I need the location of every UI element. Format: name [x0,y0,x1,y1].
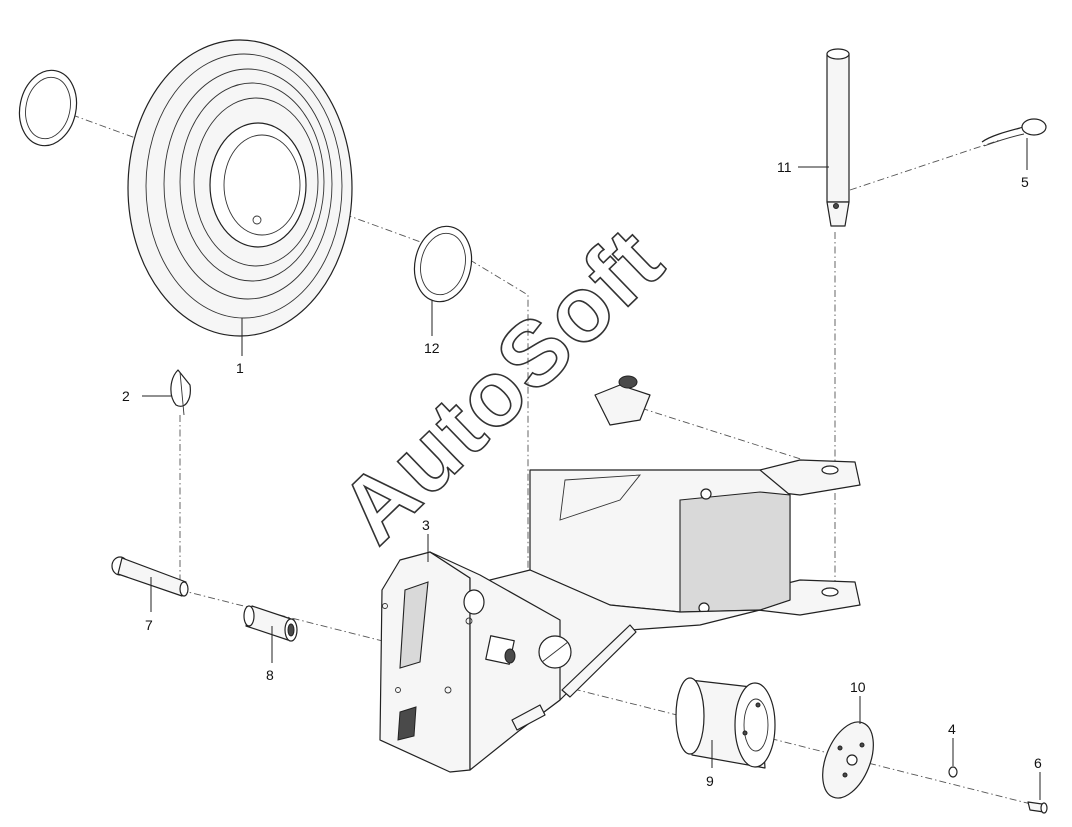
callout-1: 1 [236,360,244,376]
arm-assembly [379,375,861,773]
ring [413,225,473,303]
callout-8: 8 [266,667,274,683]
callout-2: 2 [122,388,130,404]
ring-left [18,69,78,147]
callout-6: 6 [1034,755,1042,771]
callout-9: 9 [706,773,714,789]
tire [127,39,353,337]
sleeve [243,605,298,642]
callout-4: 4 [948,721,956,737]
callout-11: 11 [777,159,792,175]
bushing [675,677,776,769]
bolt [1027,801,1048,814]
washer [822,721,874,799]
clip [170,369,191,416]
spring-clip [981,118,1047,147]
callout-12: 12 [424,340,440,356]
axle-pin [111,556,189,597]
callout-3: 3 [422,517,430,533]
callout-10: 10 [850,679,866,695]
assembly-axes [44,104,1036,806]
callout-7: 7 [145,617,153,633]
pivot-pin [826,48,850,227]
callout-5: 5 [1021,174,1029,190]
callouts: 1 2 3 4 5 6 7 8 9 10 11 12 [122,138,1042,800]
nut [948,766,958,778]
